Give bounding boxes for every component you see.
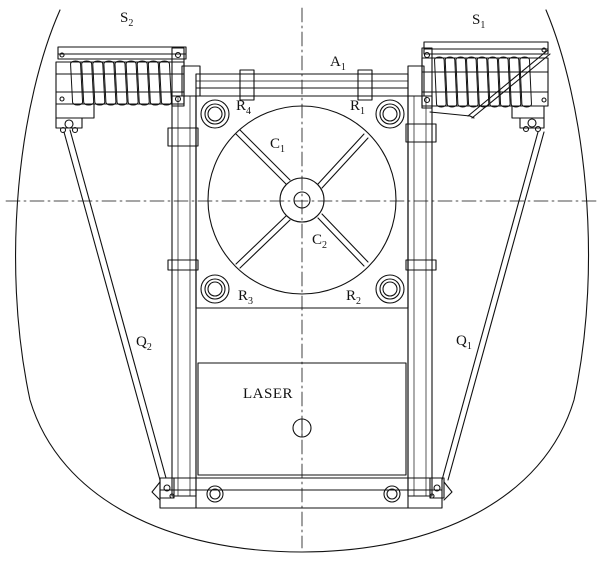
label-a1: A1 (330, 54, 346, 73)
label-q1: Q1 (456, 333, 472, 352)
roller-r3 (200, 274, 230, 304)
coil-loop (519, 56, 532, 108)
strut-q1 (429, 131, 545, 501)
strut-q2 (63, 129, 175, 501)
roller-r2 (375, 274, 405, 304)
label-c1: C1 (270, 136, 285, 155)
housing-outline (15, 9, 590, 553)
coil-loop (444, 56, 458, 108)
label-s2: S2 (120, 10, 133, 29)
label-r1: R1 (350, 98, 365, 117)
label-q2: Q2 (136, 334, 152, 353)
coil-loop (487, 56, 500, 108)
label-r2: R2 (346, 288, 361, 307)
label-laser: LASER (243, 386, 293, 402)
label-r4: R4 (236, 98, 251, 117)
coil-right (434, 56, 532, 108)
coil-loop (81, 60, 95, 106)
label-r3: R3 (238, 288, 253, 307)
spring-assembly-s1 (407, 41, 551, 133)
roller-r1 (375, 99, 405, 129)
label-c2: C2 (312, 232, 327, 251)
coil-loop (158, 60, 172, 106)
plate-with-disc (195, 95, 409, 309)
roller-r4 (200, 99, 230, 129)
coil-loop (434, 56, 447, 108)
coil-loop (125, 60, 139, 106)
coil-loop (466, 56, 479, 108)
label-s1: S1 (472, 12, 485, 31)
coil-loop (476, 56, 490, 108)
labels: S2 S1 A1 R4 R1 C1 C2 R3 R2 Q2 Q1 LASER (120, 10, 485, 402)
coil-loop (498, 56, 511, 108)
laser-box (197, 362, 407, 476)
coil-loop (114, 60, 128, 106)
spring-assembly-s2 (55, 46, 201, 134)
coil-loop (147, 60, 161, 106)
coil-loop (92, 60, 106, 106)
coil-loop (508, 56, 522, 108)
coil-loop (70, 60, 84, 106)
coil-loop (455, 56, 468, 108)
main-frame (159, 95, 443, 509)
coil-loop (103, 60, 117, 106)
coil-loop (136, 60, 150, 106)
coil-left (70, 60, 172, 106)
